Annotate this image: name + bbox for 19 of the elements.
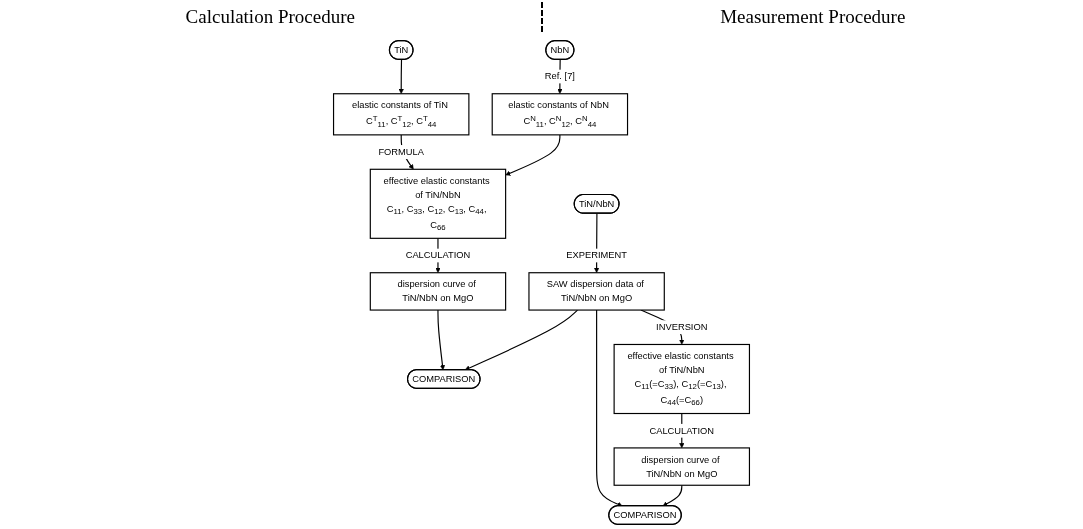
edge-label: CALCULATION: [649, 425, 715, 436]
arrow: [398, 59, 404, 94]
edge-label: INVERSION: [656, 322, 708, 332]
edge-label: Ref. [7]: [544, 71, 575, 82]
edge-label: EXPERIMENT: [566, 250, 627, 261]
edge-label: CALCULATION: [405, 250, 471, 261]
column-heading: Measurement Procedure: [720, 6, 906, 27]
node-box: effective elastic constants of TiN/NbN C$_{11}$(=C$_{33}$), C$_{12}$(=C$_{13}$), C$_{44}$(=C$_{66}$): [613, 343, 751, 415]
node-box: SAW dispersion data of TiN/NbN on MgO: [528, 272, 665, 311]
arrow: [437, 309, 446, 371]
column-heading: Calculation Procedure: [185, 6, 355, 27]
arrow: [596, 309, 623, 507]
node-box: effective elastic constants of TiN/NbN C$_{11}$, C$_{33}$, C$_{12}$, C$_{13}$, C$_{44}$, C$_{66}$: [369, 168, 507, 239]
edge-label: FORMULA: [378, 146, 425, 157]
arrow: [662, 484, 683, 507]
node-box: dispersion curve of TiN/NbN on MgO: [613, 447, 751, 486]
node-box: dispersion curve of TiN/NbN on MgO: [369, 272, 507, 311]
arrow: [464, 309, 579, 371]
arrow: [505, 134, 561, 176]
